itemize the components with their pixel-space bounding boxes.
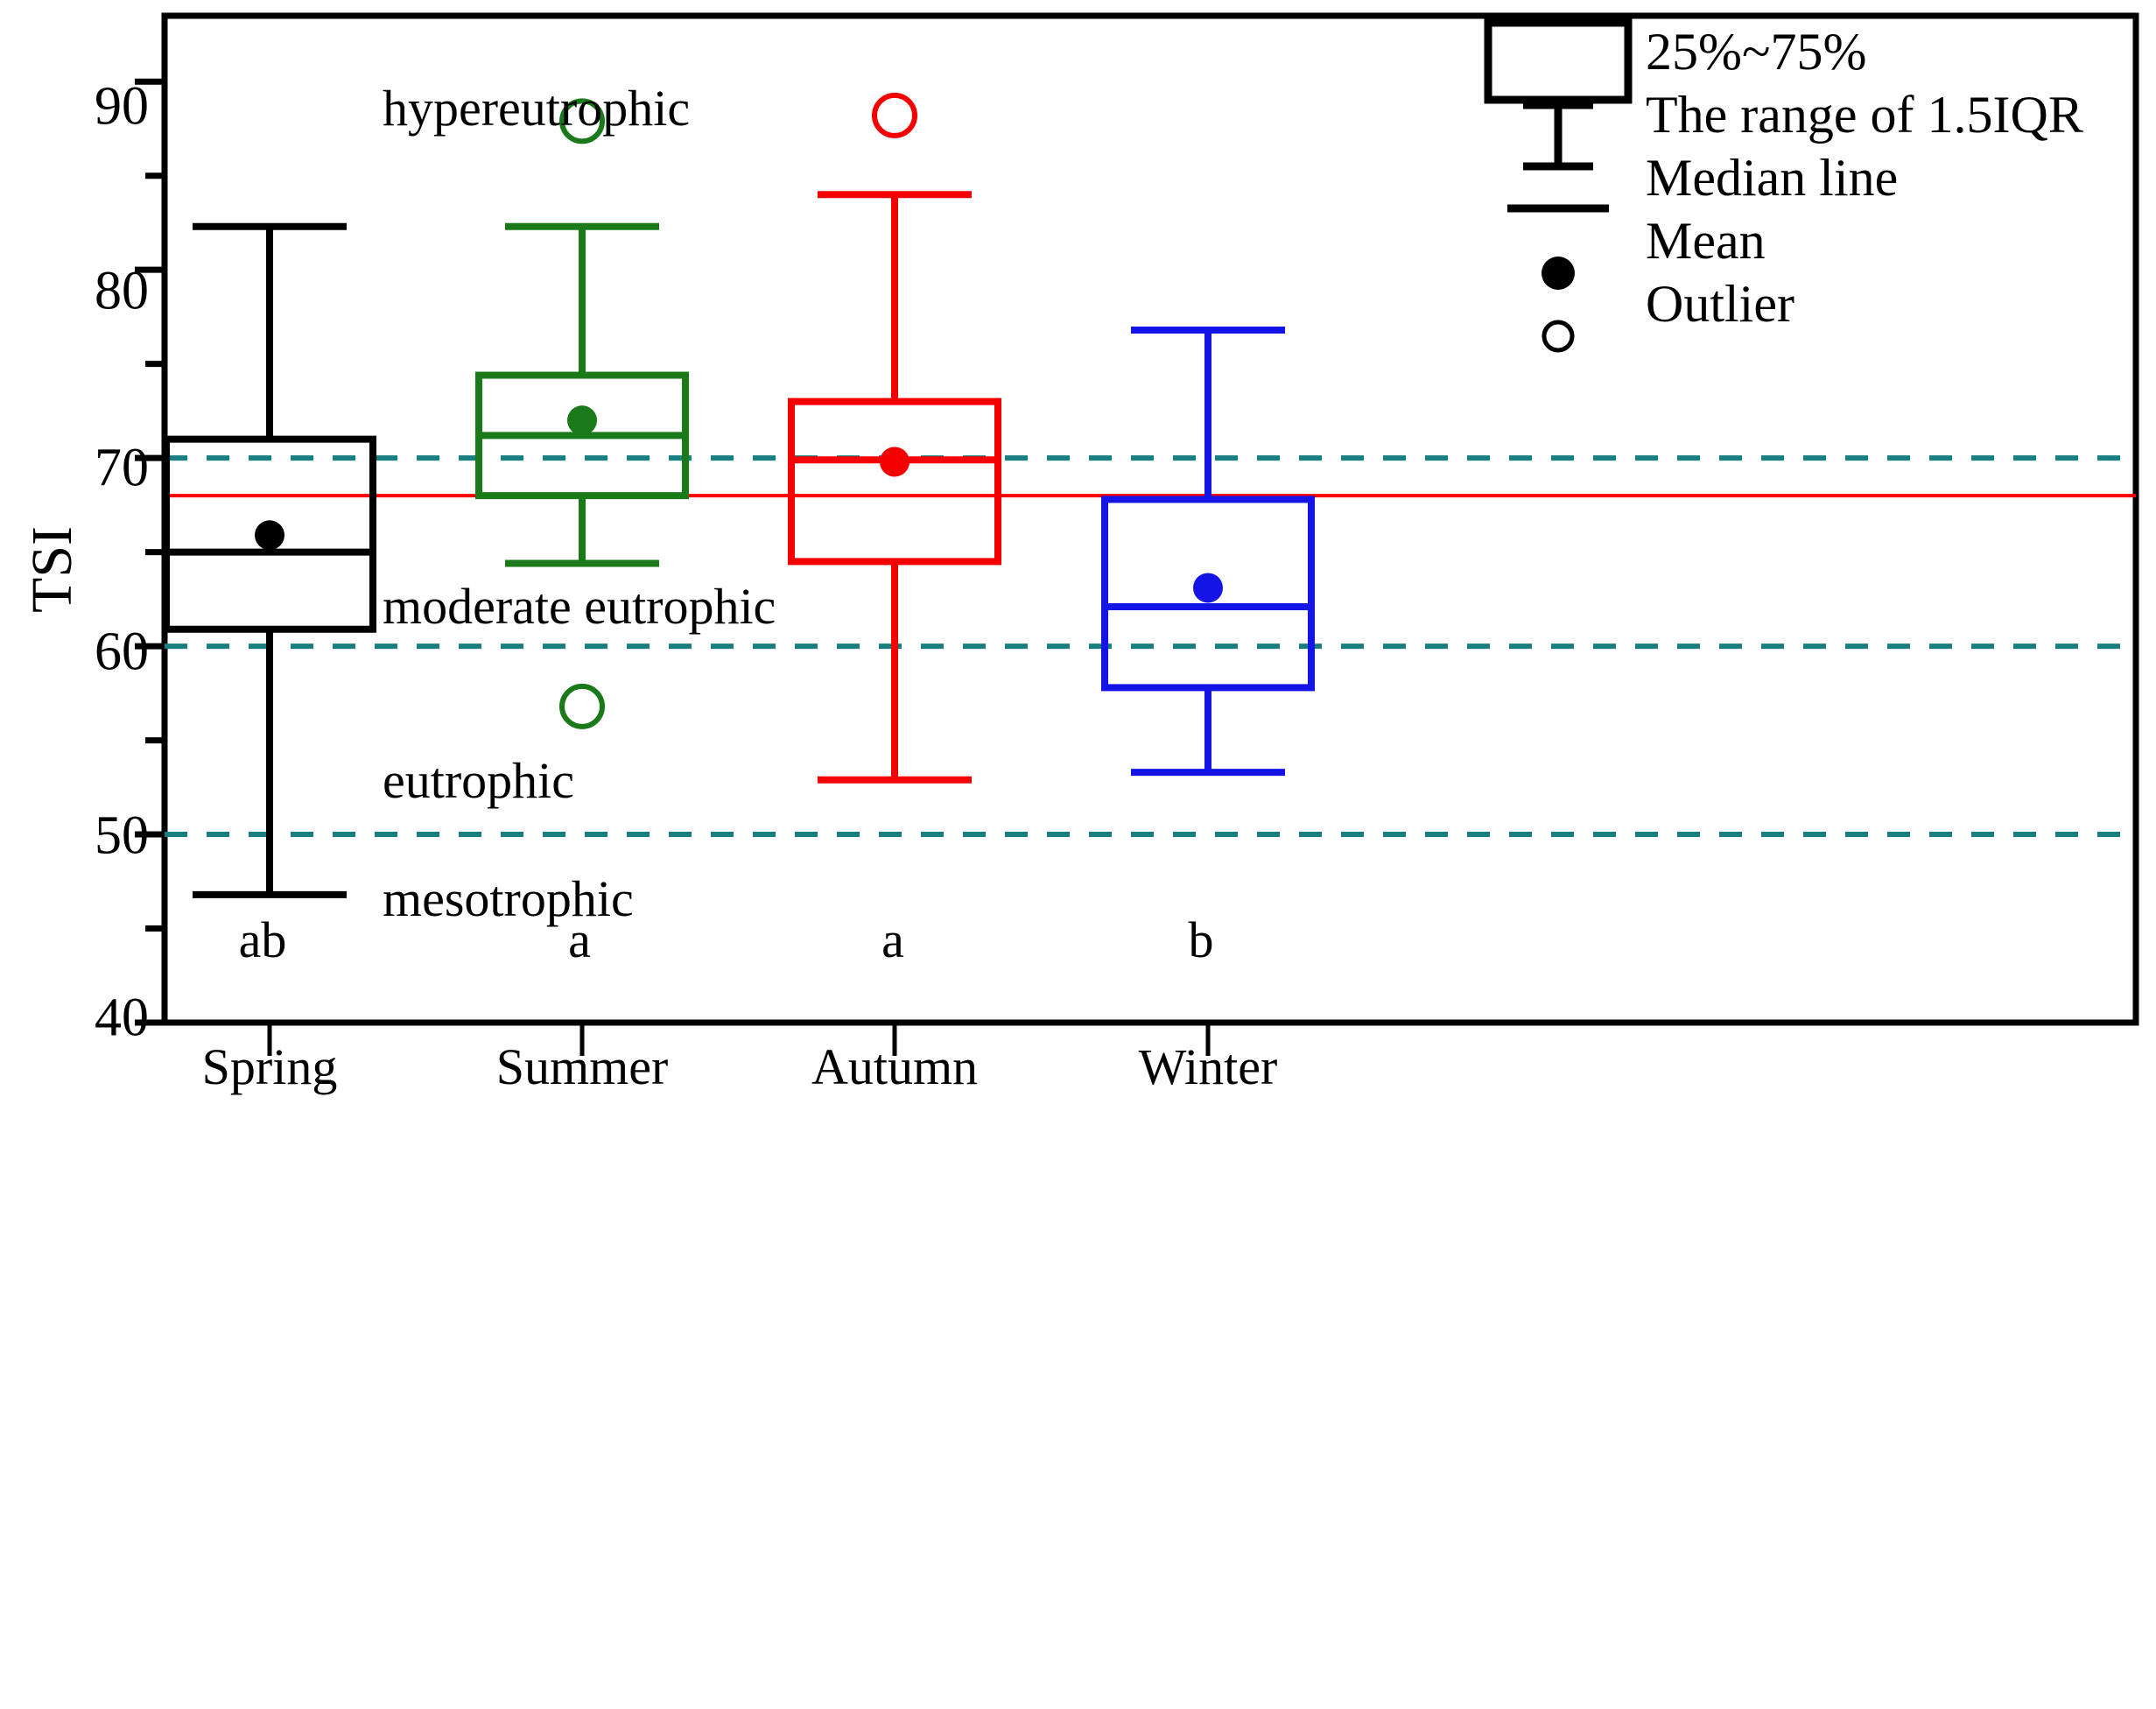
group-letter-autumn: a xyxy=(881,911,904,968)
boxplot-spring xyxy=(163,222,376,898)
legend-label-whisker: The range of 1.5IQR xyxy=(1646,86,2083,144)
group-letter-winter: b xyxy=(1188,911,1214,968)
annotation-mesotrophic: mesotrophic xyxy=(383,870,634,927)
legend-label-box: 25%~75% xyxy=(1646,23,1867,81)
y-tick-label-90: 90 xyxy=(95,76,149,137)
legend-label-median: Median line xyxy=(1646,149,1899,207)
legend-glyph-box xyxy=(1484,18,1633,104)
group-letter-spring: ab xyxy=(238,911,287,968)
mean-marker-autumn xyxy=(880,447,909,477)
outlier-marker-summer-0 xyxy=(559,98,605,144)
y-tick-label-70: 70 xyxy=(95,438,149,498)
y-axis-title: TSI xyxy=(20,526,84,613)
x-tick-label-autumn: Autumn xyxy=(811,1038,979,1095)
annotation-hypereutrophic: hypereutrophic xyxy=(383,80,691,137)
boxplot-summer xyxy=(475,98,689,729)
legend-label-mean: Mean xyxy=(1646,212,1766,270)
x-tick-label-spring: Spring xyxy=(201,1038,338,1095)
y-tick-label-80: 80 xyxy=(95,261,149,321)
mean-marker-winter xyxy=(1193,573,1223,603)
legend-glyph-mean-dot xyxy=(1542,257,1575,290)
y-tick-label-50: 50 xyxy=(95,805,149,866)
box-iqr-winter xyxy=(1101,496,1315,692)
box-iqr-spring xyxy=(163,435,376,633)
legend-label-outlier: Outlier xyxy=(1646,275,1794,333)
boxplot-autumn xyxy=(788,92,1001,784)
y-tick-label-60: 60 xyxy=(95,622,149,682)
mean-marker-summer xyxy=(567,405,597,436)
y-tick-label-40: 40 xyxy=(95,988,149,1048)
annotation-moderate-eutrophic: moderate eutrophic xyxy=(383,578,776,635)
x-tick-label-summer: Summer xyxy=(495,1038,669,1095)
legend-glyph-outlier-circle xyxy=(1542,320,1575,353)
outlier-marker-summer-1 xyxy=(559,683,605,729)
boxplot-winter xyxy=(1101,326,1315,777)
x-tick-label-winter: Winter xyxy=(1138,1038,1278,1095)
outlier-marker-autumn-0 xyxy=(872,92,917,138)
annotation-eutrophic: eutrophic xyxy=(383,752,575,809)
group-letter-summer: a xyxy=(568,911,591,968)
box-iqr-autumn xyxy=(788,397,1001,566)
mean-marker-spring xyxy=(255,520,284,551)
